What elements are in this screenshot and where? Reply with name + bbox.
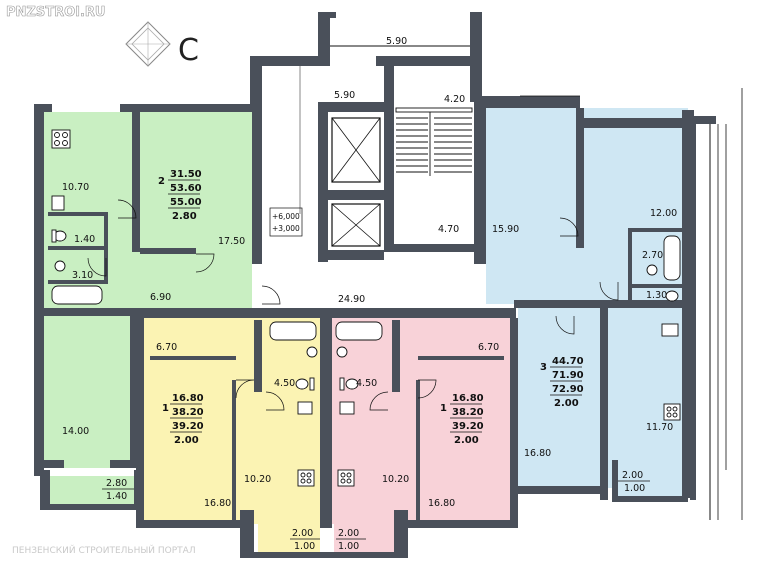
pink-loggia-fill (334, 522, 396, 552)
apartment-green-living: 31.50 (170, 169, 202, 180)
yellow-loggia-fill (258, 522, 320, 552)
green-apartment-fill (44, 112, 252, 308)
sink-icon (661, 323, 679, 337)
area-blue-room-c: 16.80 (524, 448, 551, 459)
bathtub-icon (335, 321, 383, 341)
sanitary-fixtures (51, 129, 681, 487)
toilet-icon (295, 378, 309, 390)
apartment-yellow-total: 38.20 (172, 407, 204, 418)
area-green-room2: 14.00 (62, 426, 89, 437)
footer-watermark: ПЕНЗЕНСКИЙ СТРОИТЕЛЬНЫЙ ПОРТАЛ (12, 544, 196, 556)
sink-round-icon (306, 346, 318, 358)
area-blue-room-a: 15.90 (492, 224, 519, 235)
area-top-balcony: 5.90 (386, 36, 407, 47)
green-apartment-fill-lower (44, 308, 136, 468)
area-green-loggia-a: 2.80 (106, 478, 127, 489)
sink-round-icon (54, 260, 66, 272)
area-pink-kitchen: 10.20 (382, 474, 409, 485)
level-mark-box (269, 207, 303, 237)
stove-icon (51, 129, 71, 149)
area-green-wc: 1.40 (74, 234, 95, 245)
stove-icon (297, 469, 315, 487)
sink-icon (339, 401, 355, 415)
stove-icon (337, 469, 355, 487)
area-blue-kitchen: 11.70 (646, 422, 673, 433)
apartment-green-total: 53.60 (170, 183, 202, 194)
apartment-green-total-bal: 55.00 (170, 197, 202, 208)
blue-loggia-fill (618, 462, 682, 496)
apartment-blue-rooms: 3 (540, 362, 547, 373)
compass-letter: С (178, 33, 199, 68)
bathtub-icon (663, 235, 681, 281)
area-green-bath: 3.10 (72, 270, 93, 281)
area-blue-room-b: 12.00 (650, 208, 677, 219)
apartment-pink-balcony: 2.00 (454, 435, 479, 446)
area-green-loggia-b: 1.40 (106, 491, 127, 502)
sink-icon (51, 195, 65, 211)
apartment-blue-total-bal: 72.90 (552, 384, 584, 395)
stove-icon (663, 403, 681, 421)
area-pink-loggia-a: 2.00 (338, 528, 359, 539)
area-yellow-bath: 4.50 (274, 378, 295, 389)
apartment-pink-total: 38.20 (452, 407, 484, 418)
bathtub-icon (269, 321, 317, 341)
sink-icon (297, 401, 313, 415)
apartment-yellow-rooms: 1 (162, 403, 169, 414)
level-mark-lower: +3,000 (272, 224, 300, 233)
apartment-green-balcony: 2.80 (172, 211, 197, 222)
area-blue-bath: 2.70 (642, 250, 663, 261)
apartment-yellow-total-bal: 39.20 (172, 421, 204, 432)
area-blue-loggia-b: 1.00 (624, 483, 645, 494)
area-yellow-loggia-a: 2.00 (292, 528, 313, 539)
pink-apartment-fill (332, 318, 510, 524)
area-labels: 5.90 5.90 4.20 4.70 24.90 10.70 1.40 3.1… (62, 36, 677, 552)
apartment-blue-summary: 3 44.70 71.90 72.90 2.00 (540, 356, 584, 409)
apartment-pink-living: 16.80 (452, 393, 484, 404)
area-stair-top: 4.20 (444, 94, 465, 105)
apartment-blue-balcony: 2.00 (554, 398, 579, 409)
toilet-icon (345, 378, 359, 390)
room-fills (44, 108, 688, 552)
area-pink-room: 16.80 (428, 498, 455, 509)
apartment-green-rooms: 2 (158, 176, 165, 187)
site-watermark: PNZSTROI.RU (6, 5, 105, 20)
door-swings (87, 199, 619, 411)
walls (34, 12, 743, 558)
level-mark-upper: +6,000 (272, 212, 300, 221)
area-stair-bottom: 4.70 (438, 224, 459, 235)
sink-round-icon (336, 346, 348, 358)
area-green-kitchen: 10.70 (62, 182, 89, 193)
north-compass-icon (125, 21, 171, 67)
apartment-yellow-summary: 1 16.80 38.20 39.20 2.00 (162, 393, 204, 446)
apartment-yellow-balcony: 2.00 (174, 435, 199, 446)
apartment-pink-summary: 1 16.80 38.20 39.20 2.00 (440, 393, 484, 446)
sink-round-icon (646, 264, 658, 276)
area-lobby: 5.90 (334, 90, 355, 101)
area-green-room: 17.50 (218, 236, 245, 247)
area-yellow-hall: 6.70 (156, 342, 177, 353)
apartment-pink-rooms: 1 (440, 403, 447, 414)
blue-apartment-fill (486, 108, 688, 304)
area-green-hall: 6.90 (150, 292, 171, 303)
area-pink-hall: 6.70 (478, 342, 499, 353)
apartment-yellow-living: 16.80 (172, 393, 204, 404)
area-yellow-kitchen: 10.20 (244, 474, 271, 485)
area-pink-loggia-b: 1.00 (338, 541, 359, 552)
apartment-green-summary: 2 31.50 53.60 55.00 2.80 (158, 169, 202, 222)
area-yellow-room: 16.80 (204, 498, 231, 509)
apartment-pink-total-bal: 39.20 (452, 421, 484, 432)
stair-flight (395, 107, 473, 176)
apartment-blue-living: 44.70 (552, 356, 584, 367)
bathtub-icon (51, 285, 103, 305)
area-blue-loggia-a: 2.00 (622, 470, 643, 481)
toilet-icon (665, 290, 679, 302)
area-pink-bath: 4.50 (356, 378, 377, 389)
apartment-blue-total: 71.90 (552, 370, 584, 381)
area-corridor: 24.90 (338, 294, 365, 305)
area-yellow-loggia-b: 1.00 (294, 541, 315, 552)
green-loggia-fill (50, 476, 136, 506)
area-blue-wc: 1.30 (646, 290, 667, 301)
